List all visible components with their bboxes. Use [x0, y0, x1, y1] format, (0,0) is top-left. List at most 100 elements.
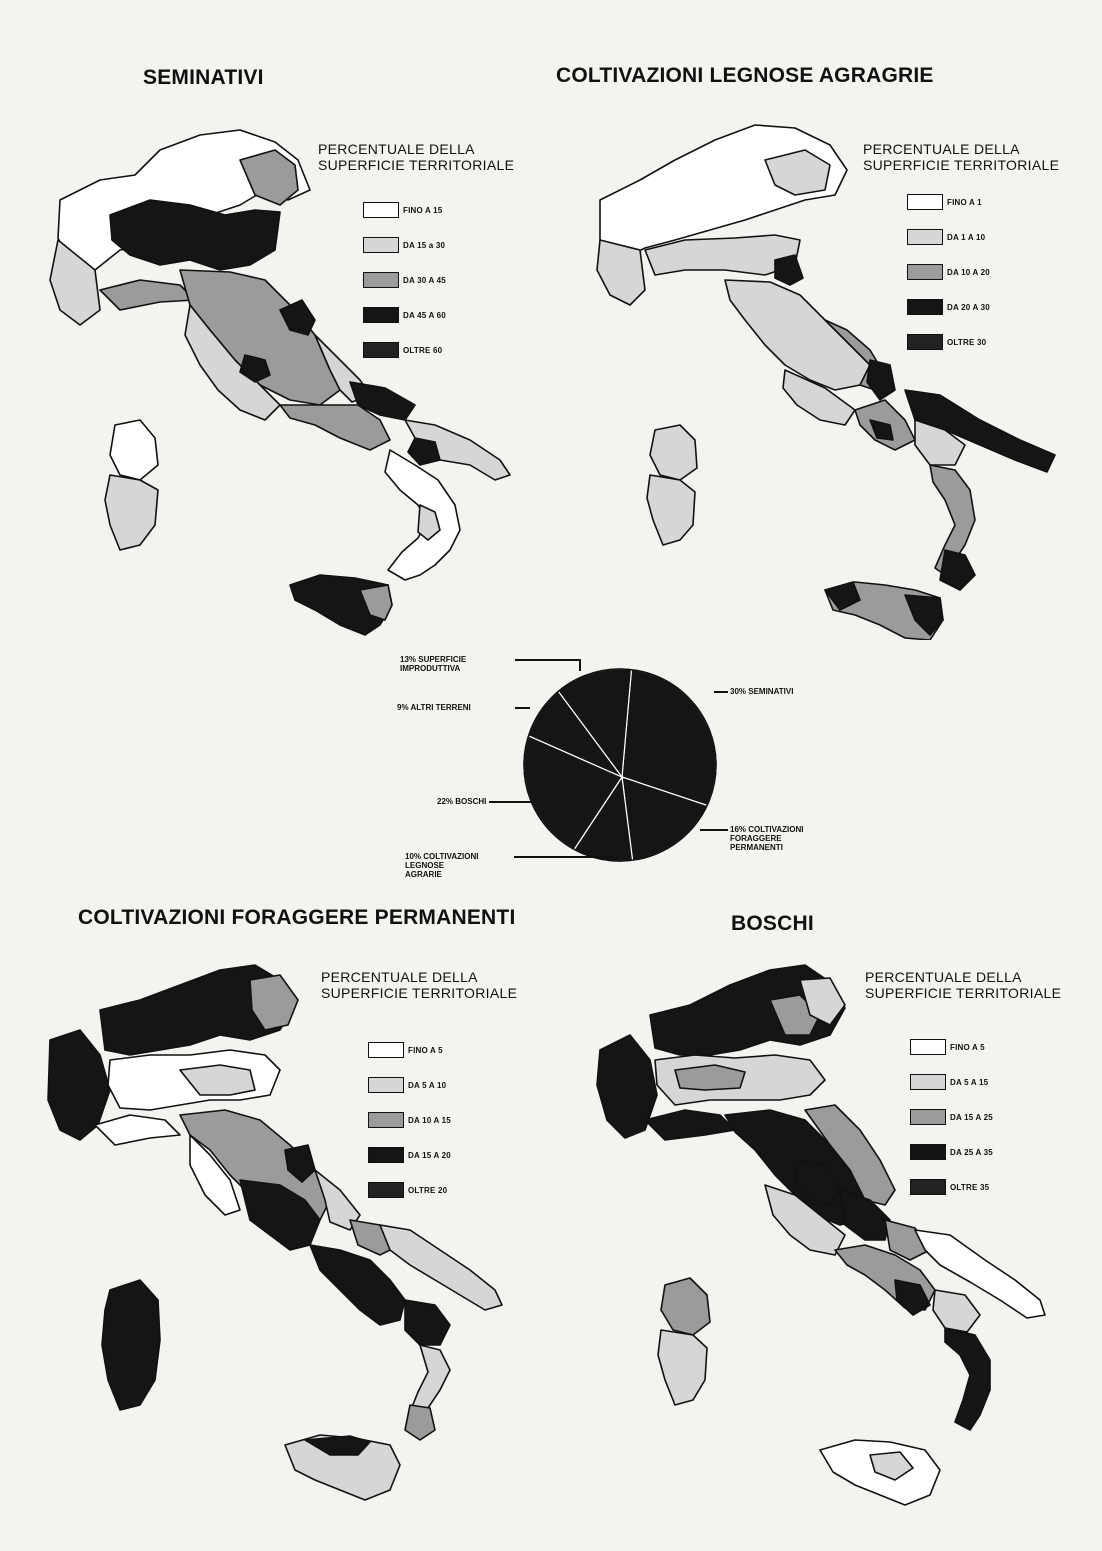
legend-label: DA 10 A 20: [947, 267, 990, 277]
region-abruzzo: [314, 1169, 361, 1231]
region-campania-dark: [869, 419, 894, 441]
pie-label-improduttiva: 13% SUPERFICIE IMPRODUTTIVA: [400, 655, 467, 673]
region-sardegna-north: [660, 1277, 711, 1336]
region-campania: [279, 404, 391, 451]
legend-swatch: [907, 264, 943, 280]
region-calabria: [944, 1327, 991, 1431]
region-sardegna-south: [104, 474, 159, 551]
legend-label: FINO A 1: [947, 197, 982, 207]
pie-label-boschi: 22% BOSCHI: [437, 797, 487, 806]
region-lombardia: [674, 1064, 746, 1091]
region-veneto: [249, 974, 299, 1031]
region-alps-west: [596, 1034, 658, 1139]
region-emilia: [774, 254, 804, 286]
region-liguria: [99, 279, 196, 311]
map-title-legnose: COLTIVAZIONI LEGNOSE AGRAGRIE: [556, 64, 934, 87]
legend-swatch: [363, 307, 399, 323]
region-tirrenic: [184, 304, 281, 421]
legend-item: FINO A 1: [907, 193, 990, 211]
legend-label: OLTRE 35: [950, 1182, 990, 1192]
pie-rim: [523, 668, 717, 862]
region-umbria: [794, 1159, 841, 1206]
region-calabria: [384, 449, 461, 581]
legend-item: OLTRE 30: [907, 333, 990, 351]
legend-label: DA 25 A 35: [950, 1147, 993, 1157]
region-sicilia-east: [359, 584, 393, 621]
legend-item: DA 25 A 35: [910, 1143, 993, 1161]
region-marche: [279, 299, 316, 336]
pie-label-seminativi: 30% SEMINATIVI: [730, 687, 794, 696]
legend-swatch: [910, 1109, 946, 1125]
region-basilicata: [914, 419, 966, 466]
legend-item: DA 5 A 15: [910, 1073, 993, 1091]
leader-line: [514, 856, 614, 858]
region-puglia-south: [404, 419, 511, 481]
legend-item: DA 10 A 15: [368, 1111, 451, 1129]
legend-item: DA 45 A 60: [363, 306, 446, 324]
legend-swatch: [910, 1179, 946, 1195]
map-title-seminativi: SEMINATIVI: [143, 66, 264, 89]
legend-swatch: [368, 1147, 404, 1163]
italy-map-boschi: [596, 964, 1046, 1506]
legend-label: DA 1 A 10: [947, 232, 986, 242]
legend-item: OLTRE 35: [910, 1178, 993, 1196]
pie-slices: [523, 668, 717, 862]
map-subtitle-legnose: PERCENTUALE DELLA SUPERFICIE TERRITORIAL…: [863, 141, 1060, 173]
region-centre: [724, 279, 871, 391]
legend-label: DA 15 a 30: [403, 240, 446, 250]
legend-item: DA 15 A 20: [368, 1146, 451, 1164]
legend-swatch: [368, 1112, 404, 1128]
region-basilicata: [932, 1289, 981, 1333]
legend-swatch: [368, 1077, 404, 1093]
legend-swatch: [907, 334, 943, 350]
region-umbria: [284, 1144, 316, 1183]
pie-label-foraggere: 16% COLTIVAZIONI FORAGGERE PERMANENTI: [730, 825, 804, 852]
legend-swatch: [363, 272, 399, 288]
region-lazio: [239, 354, 271, 383]
legend-item: DA 5 A 10: [368, 1076, 451, 1094]
region-sicilia-west: [824, 581, 861, 611]
leader-line: [489, 801, 534, 803]
legend-label: FINO A 5: [950, 1042, 985, 1052]
region-sicilia-east: [904, 594, 944, 636]
legend-label: DA 5 A 15: [950, 1077, 989, 1087]
region-molise: [884, 1219, 931, 1261]
legend-swatch: [910, 1144, 946, 1160]
region-emilia: [179, 1064, 256, 1096]
leader-line: [579, 659, 581, 671]
region-sardegna-south: [646, 474, 696, 546]
region-sardegna-north: [649, 424, 698, 481]
legend-item: DA 15 A 25: [910, 1108, 993, 1126]
legend-label: OLTRE 20: [408, 1185, 448, 1195]
legend-item: DA 1 A 10: [907, 228, 990, 246]
leader-line: [515, 707, 530, 709]
map-subtitle-seminativi: PERCENTUALE DELLA SUPERFICIE TERRITORIAL…: [318, 141, 515, 173]
legend-item: DA 10 A 20: [907, 263, 990, 281]
legend-item: DA 30 A 45: [363, 271, 446, 289]
region-tirrenic: [189, 1134, 241, 1216]
legend-label: FINO A 5: [408, 1045, 443, 1055]
region-campania: [309, 1244, 406, 1326]
region-marche: [804, 1104, 896, 1206]
italy-map-foraggere: [47, 964, 503, 1501]
legend-label: DA 20 A 30: [947, 302, 990, 312]
land-use-pie-chart: [523, 668, 717, 862]
map-subtitle-boschi: PERCENTUALE DELLA SUPERFICIE TERRITORIAL…: [865, 969, 1062, 1001]
legend-swatch: [368, 1042, 404, 1058]
region-sardegna: [101, 1279, 161, 1411]
region-liguria: [644, 1109, 736, 1141]
region-campania-dark: [894, 1279, 931, 1316]
legend-item: FINO A 15: [363, 201, 446, 219]
legend-item: FINO A 5: [368, 1041, 451, 1059]
region-sardegna-south: [657, 1329, 708, 1406]
legend-label: DA 15 A 20: [408, 1150, 451, 1160]
legend-item: OLTRE 20: [368, 1181, 451, 1199]
legend-label: DA 45 A 60: [403, 310, 446, 320]
pie-label-legnose: 10% COLTIVAZIONI LEGNOSE AGRARIE: [405, 852, 479, 879]
legend-swatch: [907, 229, 943, 245]
region-lazio: [782, 369, 856, 426]
legend-swatch: [363, 237, 399, 253]
legend-swatch: [907, 194, 943, 210]
region-calabria-south: [404, 1404, 436, 1441]
legend-label: OLTRE 60: [403, 345, 443, 355]
